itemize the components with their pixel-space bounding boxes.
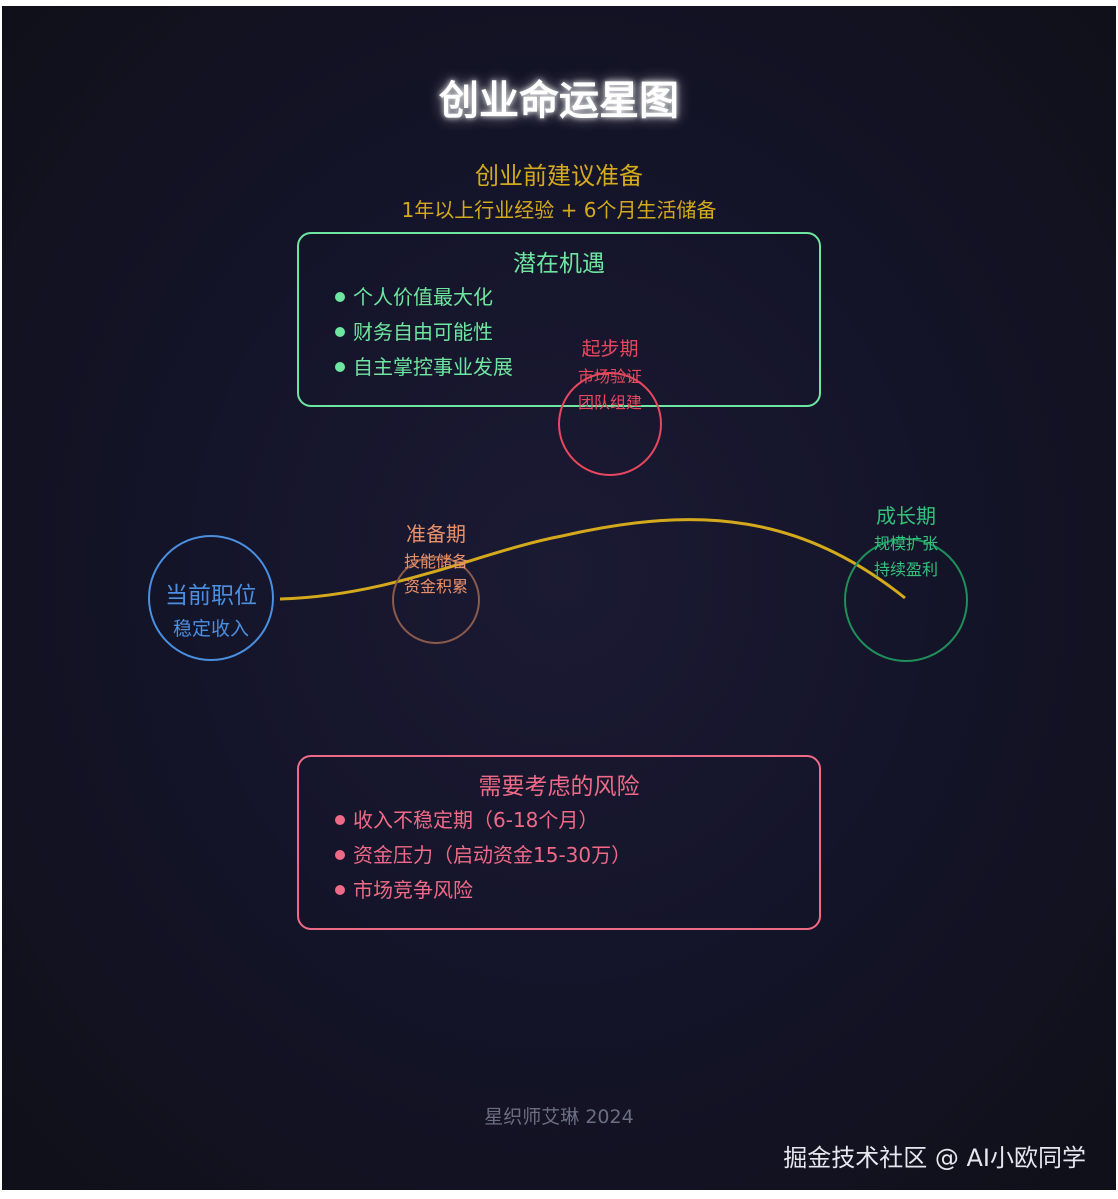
current-stage-name: 当前职位 [165, 583, 257, 609]
bullet-dot-icon [335, 361, 345, 372]
start-stage-circle [558, 372, 662, 476]
list-item: 个人价值最大化 [335, 284, 513, 319]
start-stage-desc-1: 市场验证 [577, 367, 642, 386]
list-item: 收入不稳定期（6-18个月） [335, 807, 631, 842]
bullet-dot-icon [335, 814, 345, 825]
risks-title: 需要考虑的风险 [478, 774, 640, 800]
path-line [279, 518, 906, 601]
opportunities-box: 潜在机遇 个人价值最大化 财务自由可能性 自主掌控事业发展 [297, 232, 821, 407]
bullet-dot-icon [335, 849, 345, 860]
current-stage-desc: 稳定收入 [172, 618, 249, 640]
growth-stage-circle [844, 538, 968, 662]
risks-list: 收入不稳定期（6-18个月） 资金压力（启动资金15-30万） 市场竞争风险 [335, 807, 631, 912]
bullet-dot-icon [335, 884, 345, 895]
list-item: 市场竞争风险 [335, 877, 631, 912]
start-stage-name: 起步期 [581, 338, 639, 360]
bullet-dot-icon [335, 291, 345, 302]
star-map-canvas: 创业命运星图 创业前建议准备 1年以上行业经验 + 6个月生活储备 潜在机遇 个… [2, 6, 1116, 1190]
list-item: 资金压力（启动资金15-30万） [335, 842, 631, 877]
list-item: 财务自由可能性 [335, 319, 513, 354]
footer-signature: 星织师艾琳 2024 [484, 1106, 634, 1128]
risks-box: 需要考虑的风险 收入不稳定期（6-18个月） 资金压力（启动资金15-30万） … [297, 755, 821, 930]
growth-stage-name: 成长期 [876, 504, 936, 528]
career-path-curve [279, 518, 906, 601]
list-item: 自主掌控事业发展 [335, 354, 513, 389]
bullet-dot-icon [335, 326, 345, 337]
growth-stage-desc-1: 规模扩张 [873, 534, 938, 553]
prepare-stage-desc-1: 技能储备 [403, 552, 468, 571]
preparation-title: 创业前建议准备 [475, 162, 643, 190]
growth-stage-desc-2: 持续盈利 [873, 560, 938, 579]
opportunities-title: 潜在机遇 [513, 251, 605, 277]
prepare-stage-name: 准备期 [406, 522, 466, 546]
watermark: 掘金技术社区 @ AI小欧同学 [783, 1144, 1086, 1172]
opportunities-list: 个人价值最大化 财务自由可能性 自主掌控事业发展 [335, 284, 513, 389]
page-title: 创业命运星图 [439, 78, 679, 124]
prepare-stage-desc-2: 资金积累 [403, 577, 468, 596]
start-stage-desc-2: 团队组建 [577, 393, 642, 412]
current-stage-circle [148, 535, 274, 661]
preparation-detail: 1年以上行业经验 + 6个月生活储备 [401, 198, 717, 222]
prepare-stage-circle [392, 556, 480, 644]
